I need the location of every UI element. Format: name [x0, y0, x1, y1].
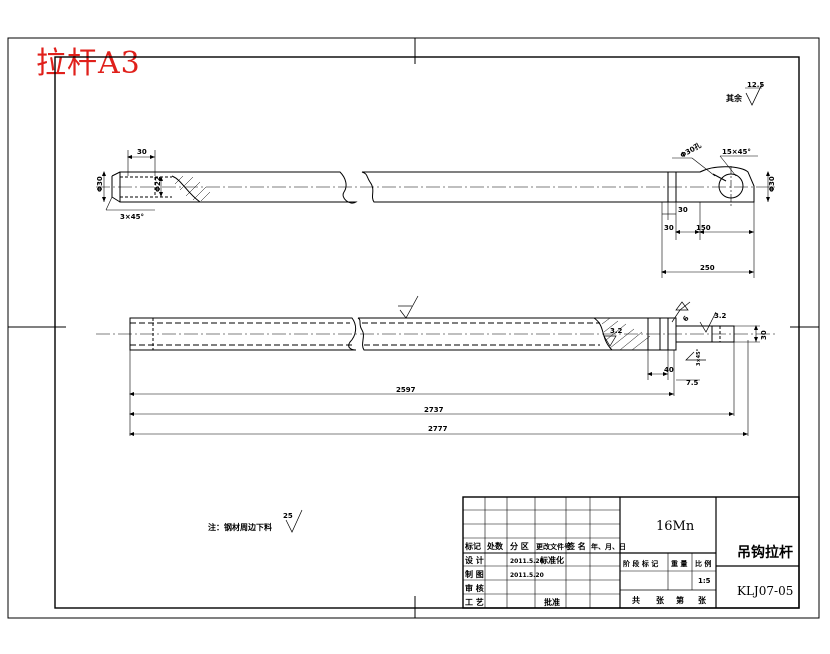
tb-header-count: 处数 — [486, 541, 504, 551]
tb-row-draw: 制 图 — [465, 569, 484, 579]
tb-row-standard: 标准化 — [539, 555, 564, 565]
outer-border — [7, 37, 820, 619]
tb-scale-label: 比 例 — [695, 559, 711, 568]
tb-material: 16Mn — [656, 519, 695, 534]
dim-right-height: 30 — [760, 330, 768, 340]
dim-left-chamfer: 3×45° — [120, 213, 144, 221]
top-view — [96, 166, 776, 208]
svg-text:25: 25 — [283, 512, 293, 520]
svg-text:其余: 其余 — [726, 93, 743, 103]
tb-header-sign: 签 名 — [566, 541, 586, 551]
dim-slot-a: 30 — [678, 206, 688, 214]
tb-drawing-number: KLJ07-05 — [737, 584, 793, 598]
dim-length-2597: 2597 — [396, 386, 416, 394]
side-view-symbols — [398, 295, 717, 361]
dim-length-250: 250 — [700, 264, 715, 272]
dim-roughness-left: 3.2 — [610, 327, 623, 335]
dim-bore-diameter: Φ22 — [154, 176, 162, 192]
tb-row-draw-date: 2011.5.20 — [510, 572, 544, 579]
dim-slot-b: 30 — [664, 224, 674, 232]
dim-weld-b: 3.2 — [714, 312, 727, 320]
top-view-dimensions — [102, 150, 770, 278]
dim-length-150: 150 — [696, 224, 711, 232]
tb-row-check: 审 核 — [465, 583, 484, 593]
tb-stage-label: 阶 段 标 记 — [623, 559, 658, 568]
material-note: 注：钢材周边下料 25 — [208, 509, 303, 533]
side-view-left-body — [129, 317, 357, 351]
tb-row-design: 设 计 — [465, 555, 484, 565]
dim-left-diameter: Φ30 — [96, 176, 104, 192]
tb-header-doc: 更改文件号 — [536, 542, 571, 551]
sheet-stamp-label: 拉杆A3 — [36, 46, 141, 81]
dim-40: 40 — [664, 366, 674, 374]
dim-hole-callout: Φ30孔 — [679, 141, 703, 160]
dim-weld-a: 6 — [681, 314, 690, 323]
dim-thread-chamfer: 15×45° — [722, 148, 751, 156]
tb-weight-label: 重 量 — [671, 559, 687, 568]
svg-text:12.5: 12.5 — [747, 81, 764, 89]
title-block — [462, 496, 800, 609]
dim-bore-length: 30 — [137, 148, 147, 156]
tb-header-zone: 分 区 — [510, 541, 529, 551]
dim-note-small: 3×45° — [696, 348, 702, 366]
tb-header-date: 年、月、日 — [591, 542, 626, 551]
tb-header-mark: 标记 — [464, 541, 481, 551]
svg-text:注：钢材周边下料: 注：钢材周边下料 — [208, 522, 272, 532]
side-view — [96, 317, 776, 351]
side-view-dimensions — [129, 325, 760, 436]
centering-marks — [8, 38, 819, 618]
dim-right-diameter: Φ30 — [768, 176, 776, 192]
roughness-note: 其余 12.5 — [726, 81, 764, 106]
tb-row-design-date: 2011.5.20 — [510, 558, 544, 565]
tb-sheet-total: 共 — [632, 595, 640, 605]
tb-approve: 批准 — [544, 597, 560, 607]
dim-7-5: 7.5 — [686, 379, 699, 387]
dim-length-2777: 2777 — [428, 425, 448, 433]
top-view-right-body — [361, 171, 677, 203]
tb-row-process: 工 艺 — [465, 597, 484, 607]
tb-sheet-unit-b: 张 — [698, 596, 707, 605]
tb-part-name: 吊钩拉杆 — [737, 544, 793, 561]
dim-length-2737: 2737 — [424, 406, 444, 414]
tb-sheet-no: 第 — [676, 595, 684, 605]
top-view-left-body — [119, 171, 358, 204]
tb-scale-value: 1:5 — [698, 577, 711, 585]
side-view-right-body — [357, 317, 677, 351]
tb-sheet-unit-a: 张 — [656, 596, 665, 605]
